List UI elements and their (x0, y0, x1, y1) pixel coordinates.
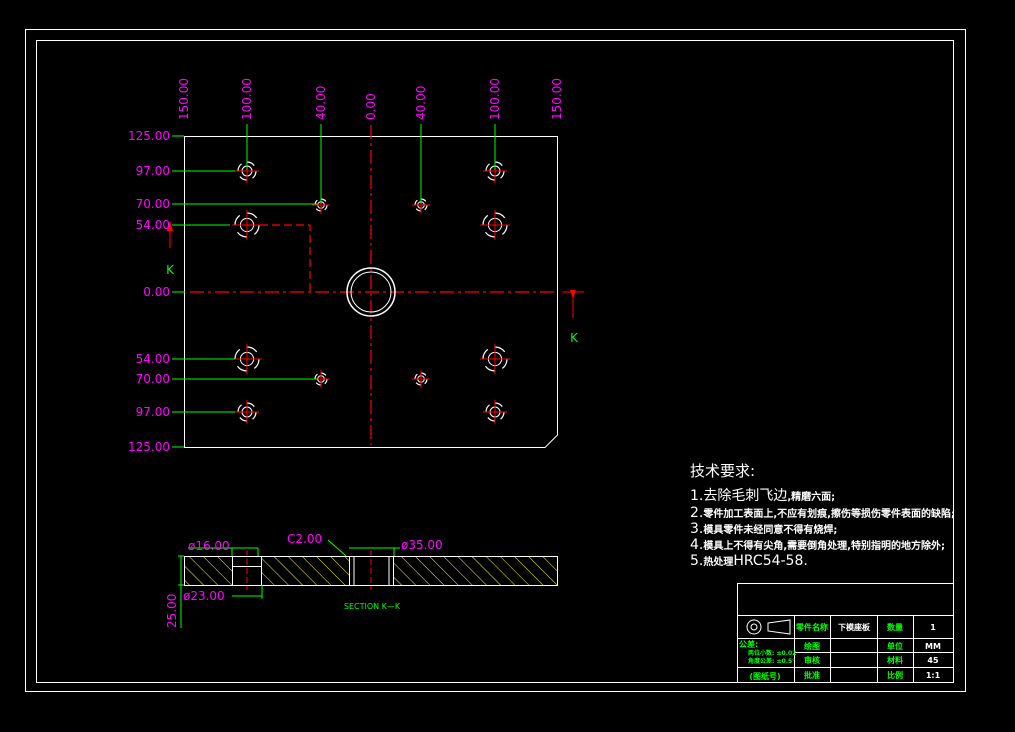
left-dim-label: 54.00 (136, 352, 170, 366)
tb-approve-label: 批准 (804, 670, 820, 680)
top-dim-label: 0.00 (364, 93, 378, 120)
dim-d23: ø23.00 (183, 589, 225, 603)
tb-tolerance-label: 公差: (739, 639, 758, 649)
tb-scale: 1:1 (926, 671, 941, 680)
dim-d16: ø16.00 (188, 539, 230, 553)
section-view (184, 550, 558, 590)
left-dim-label: 0.00 (143, 285, 170, 299)
tb-material: 45 (927, 656, 939, 665)
dim-thickness: 25.00 (165, 594, 179, 628)
left-dim-label: 125.00 (128, 129, 170, 143)
note-3: 3.模具零件未经同意不得有烧焊; (690, 521, 838, 537)
tb-material-label: 材料 (887, 655, 903, 665)
screw-hole (235, 400, 259, 424)
tb-tol-line2: 角度公差: ±0.5° (748, 657, 795, 665)
section-arrow-right (562, 290, 584, 318)
tb-tol-line1: 两位小数: ±0.02 (748, 649, 796, 657)
tb-part-name: 下模座板 (838, 622, 871, 632)
top-dim-label: 40.00 (414, 86, 428, 120)
section-cut-line (248, 224, 311, 292)
outer-frame (25, 29, 966, 692)
section-dim-lines (178, 539, 400, 628)
left-dimensions: 125.00 97.00 70.00 54.00 0.00 54.00 70.00 97.00… (128, 129, 318, 454)
screw-hole (480, 344, 510, 374)
dim-c2: C2.00 (287, 532, 322, 546)
title-block (737, 583, 954, 683)
screw-hole (232, 344, 262, 374)
dim-d35: ø35.00 (401, 538, 443, 552)
holes-group (232, 159, 510, 424)
inner-frame (36, 40, 954, 683)
tb-unit: MM (925, 642, 941, 651)
tb-unit-label: 单位 (887, 641, 903, 651)
screw-hole (483, 400, 507, 424)
top-dim-label: 150.00 (550, 78, 564, 120)
note-2: 2.零件加工表面上,不应有划痕,擦伤等损伤零件表面的缺陷; (690, 505, 955, 521)
pin-hole (412, 370, 430, 388)
note-5: 5.热处理HRC54-58. (690, 553, 808, 569)
section-arrow-left (167, 221, 173, 248)
tb-scale-label: 比例 (887, 670, 903, 680)
left-dim-label: 125.00 (128, 440, 170, 454)
left-dim-label: 97.00 (136, 164, 170, 178)
center-bore (346, 267, 396, 317)
top-dimensions: 150.00 100.00 40.00 0.00 40.00 100.00 150.00 (177, 78, 564, 204)
section-label: SECTION K—K (344, 602, 401, 611)
tb-drawing-no: (图纸号) (749, 671, 780, 681)
left-dim-label: 70.00 (136, 372, 170, 386)
left-dim-label: 97.00 (136, 405, 170, 419)
tb-qty: 1 (930, 623, 936, 632)
technical-requirements: 技术要求: 1.去除毛刺飞边,精磨六面; 2.零件加工表面上,不应有划痕,擦伤等… (690, 460, 955, 569)
top-dim-label: 100.00 (488, 78, 502, 120)
tb-part-name-label: 零件名称 (795, 622, 828, 632)
left-dim-label: 70.00 (136, 197, 170, 211)
tb-qty-label: 数量 (887, 622, 903, 632)
left-dim-label: 54.00 (136, 218, 170, 232)
note-1: 1.去除毛刺飞边,精磨六面; (690, 488, 836, 504)
top-dim-label: 150.00 (177, 78, 191, 120)
screw-hole (480, 210, 510, 240)
top-dim-label: 100.00 (240, 78, 254, 120)
section-marker-left: K (166, 263, 175, 277)
section-marker-right: K (570, 331, 579, 345)
tb-check-label: 审核 (804, 655, 820, 665)
screw-hole (232, 210, 262, 240)
tb-drawn-label: 绘图 (804, 641, 820, 651)
top-dim-label: 40.00 (314, 86, 328, 120)
note-4: 4.模具上不得有尖角,需要倒角处理,特别指明的地方除外; (690, 537, 945, 553)
notes-title: 技术要求: (690, 462, 756, 480)
